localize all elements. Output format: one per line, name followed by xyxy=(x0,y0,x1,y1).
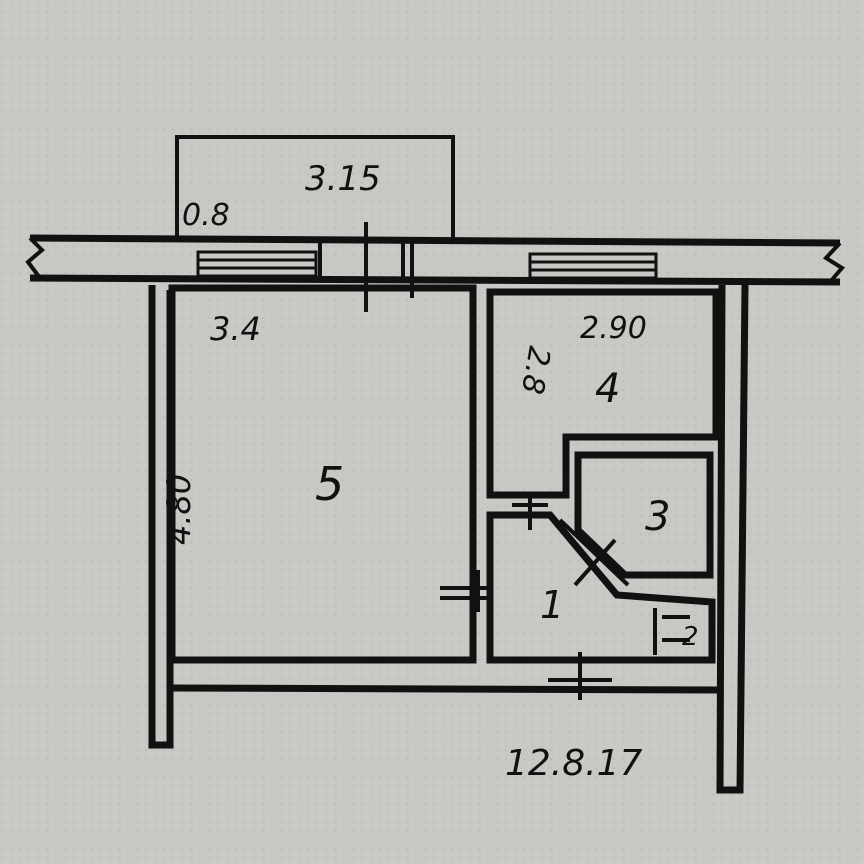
front-wall xyxy=(25,234,846,286)
room3-number: 3 xyxy=(645,494,670,540)
signature: 12.8.17 xyxy=(505,743,643,784)
balcony-width-label: 0.8 xyxy=(182,198,230,233)
balcony-outline xyxy=(175,135,455,240)
room4-length-label: 2.8 xyxy=(514,344,557,397)
room-2 xyxy=(653,608,690,655)
right-wall xyxy=(716,284,749,794)
room-5 xyxy=(168,284,477,664)
room4-number: 4 xyxy=(595,366,620,412)
window-room5 xyxy=(196,250,318,278)
room5-length-label: 4.80 xyxy=(160,474,198,545)
balcony-length-label: 3.15 xyxy=(305,159,381,199)
room-4 xyxy=(486,288,720,499)
room2-number: 2 xyxy=(682,622,699,652)
window-room4 xyxy=(528,252,658,280)
room5-width-label: 3.4 xyxy=(210,310,261,348)
door-marks xyxy=(440,495,630,700)
room4-width-label: 2.90 xyxy=(580,311,647,346)
room1-number: 1 xyxy=(540,583,564,627)
bottom-wall xyxy=(169,684,721,694)
room5-number: 5 xyxy=(315,457,344,511)
room-1 xyxy=(486,511,716,664)
room-3 xyxy=(574,451,714,579)
